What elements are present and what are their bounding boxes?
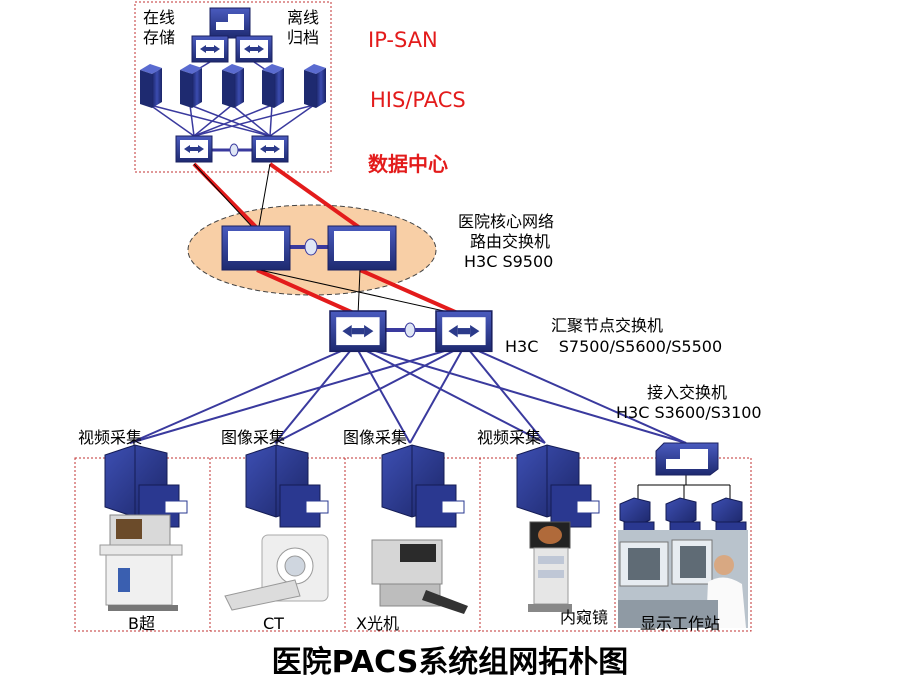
access-label-line1: 接入交换机 xyxy=(647,383,728,402)
station-top-label: 图像采集 xyxy=(221,428,286,447)
core-switch-left-icon xyxy=(221,225,291,271)
san-switch-right-icon xyxy=(235,35,273,63)
server-icon xyxy=(262,64,284,108)
workstation-icon xyxy=(516,444,600,528)
endoscope-tower-icon xyxy=(528,521,572,612)
access-switch-icon xyxy=(655,442,719,476)
core-label-line2: 路由交换机 xyxy=(470,232,551,251)
ip-san-label: IP-SAN xyxy=(368,28,438,52)
server-icon xyxy=(222,64,244,108)
dc-switch-right-icon xyxy=(251,135,289,163)
station-bottom-label: CT xyxy=(263,614,284,633)
station-top-label: 视频采集 xyxy=(78,428,143,447)
workstation-icon xyxy=(381,444,465,528)
station-top-label: 图像采集 xyxy=(343,428,408,447)
workstation-icon xyxy=(245,444,329,528)
station-bottom-label: 显示工作站 xyxy=(640,614,721,633)
uplink-thin-links xyxy=(193,163,463,316)
aggregation-switch-left-icon xyxy=(329,310,387,353)
reading-room-photo xyxy=(618,530,748,628)
server-icon xyxy=(304,64,326,108)
display-pc-icon xyxy=(619,497,655,533)
display-pc-icon xyxy=(711,497,747,533)
station-bottom-label: X光机 xyxy=(356,614,399,633)
access-label-line2: H3C S3600/S3100 xyxy=(616,403,762,422)
core-label-line1: 医院核心网络 xyxy=(458,212,555,231)
station-bottom-label: 内窥镜 xyxy=(560,608,609,627)
dc-switch-left-icon xyxy=(175,135,213,163)
san-switch-left-icon xyxy=(191,35,229,63)
aggregation-switch-right-icon xyxy=(435,310,493,353)
core-switch-right-icon xyxy=(327,225,397,271)
online-storage-label: 在线 存储 xyxy=(143,8,176,47)
ct-scanner-icon xyxy=(224,534,329,611)
data-center-label: 数据中心 xyxy=(368,152,448,176)
aggregation-label-line1: 汇聚节点交换机 xyxy=(551,316,664,335)
xray-machine-icon xyxy=(371,539,468,614)
core-switch-pair xyxy=(221,225,397,271)
ultrasound-machine-icon xyxy=(99,514,183,611)
offline-archive-label: 离线 归档 xyxy=(287,8,320,47)
server-icon xyxy=(180,64,202,108)
diagram-title: 医院PACS系统组网拓朴图 xyxy=(271,645,629,680)
aggregation-label-line2: H3C S7500/S5600/S5500 xyxy=(505,337,723,356)
dc-switch-pair xyxy=(175,135,289,163)
archive-switch-icon xyxy=(209,7,251,39)
datacenter-frame xyxy=(134,1,332,173)
station-bottom-label: B超 xyxy=(128,614,155,633)
server-icon xyxy=(140,64,162,108)
station-top-label: 视频采集 xyxy=(477,428,542,447)
core-label-line3: H3C S9500 xyxy=(464,252,554,271)
display-pc-icon xyxy=(665,497,701,533)
aggregation-switch-pair xyxy=(329,310,493,353)
his-pacs-label: HIS/PACS xyxy=(370,88,466,112)
access-links xyxy=(129,344,687,444)
display-links xyxy=(637,475,731,500)
